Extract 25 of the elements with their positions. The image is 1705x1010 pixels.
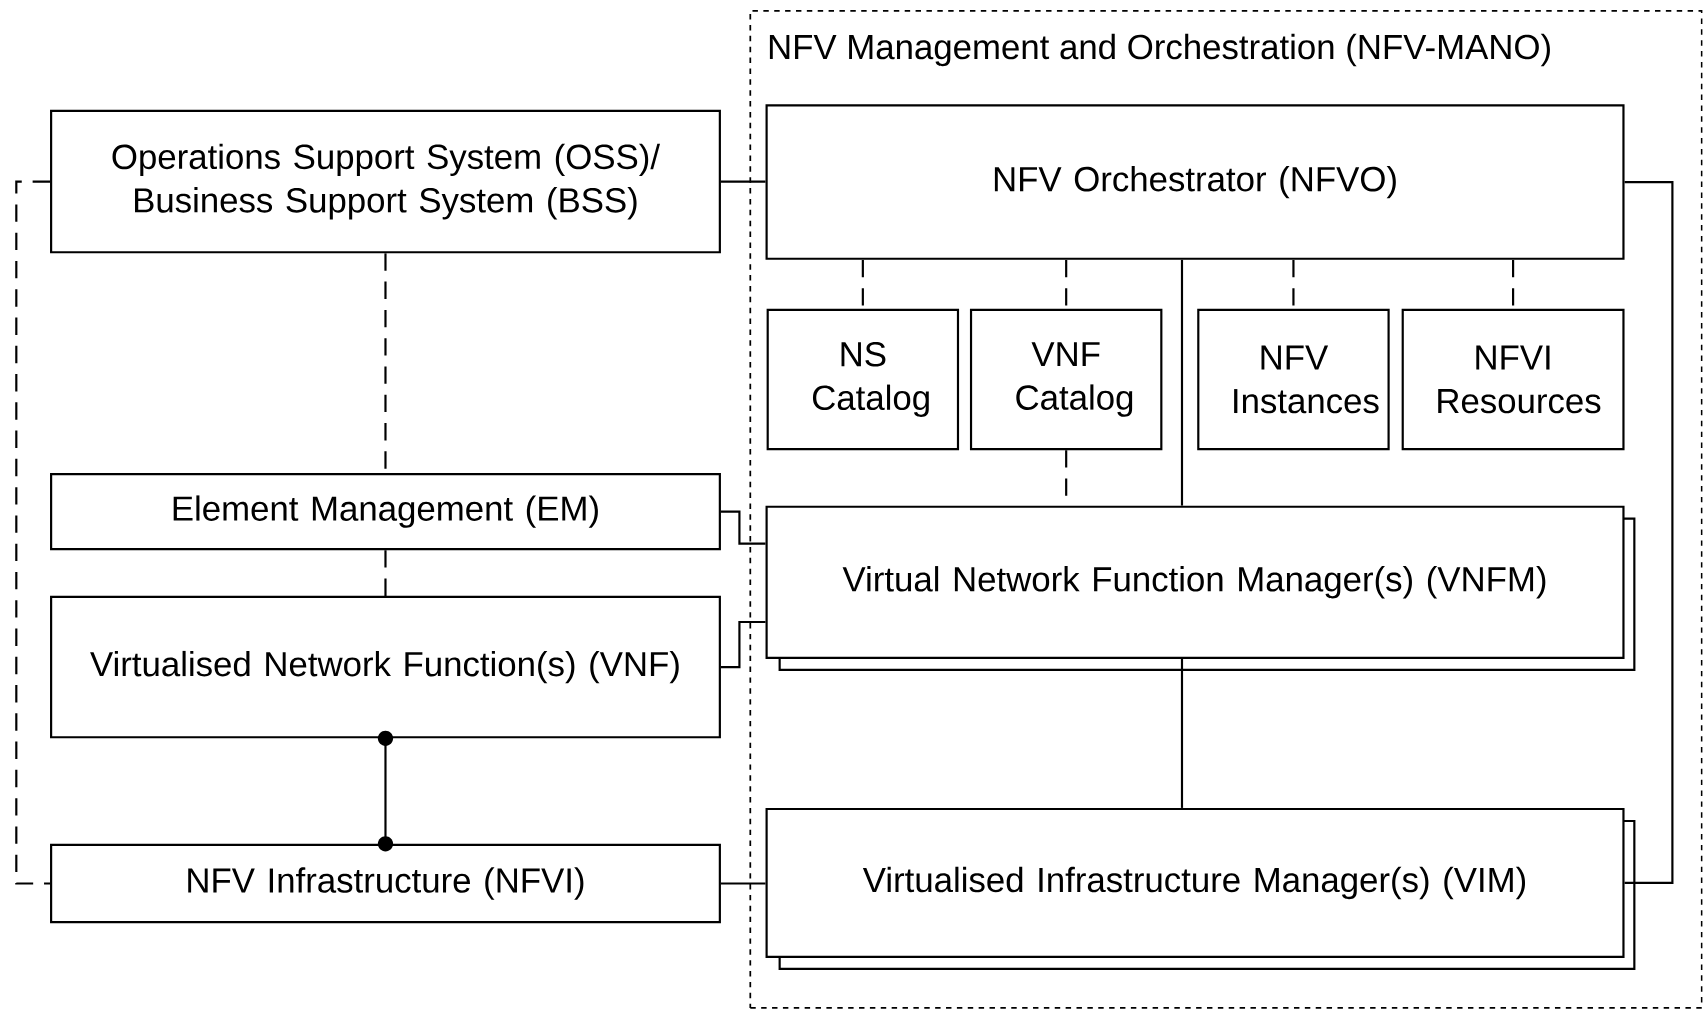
connector-line — [720, 882, 766, 885]
connector-line — [720, 620, 766, 669]
connector-line — [1512, 259, 1515, 309]
connector-line — [384, 550, 387, 596]
connector-line — [15, 180, 50, 885]
connector-line — [861, 259, 864, 309]
function-box: Virtualised Network Function(s) (VNF) — [50, 595, 721, 739]
connector-line — [720, 510, 766, 545]
connector-line — [720, 180, 766, 183]
system-box: Operations Support System (OSS)/ Business Support System (BSS) — [50, 109, 721, 254]
infrastructure-box: NFV Infrastructure (NFVI) — [50, 843, 721, 924]
stacked-manager-box: Virtual Network Function Manager(s) (VNFM) — [765, 505, 1636, 671]
connector-line — [1624, 180, 1674, 884]
management-box: Element Management (EM) — [50, 472, 721, 551]
catalog-box: NS Catalog — [766, 308, 960, 451]
catalog-box: VNF Catalog — [969, 308, 1163, 451]
repository-box: NFV Instances — [1197, 308, 1390, 451]
stacked-manager-box: Virtualised Infrastructure Manager(s) (VIM) — [765, 807, 1636, 970]
connector-line — [1065, 259, 1068, 309]
orchestrator-box: NFV Orchestrator (NFVO) — [765, 104, 1625, 260]
connector-line — [1180, 259, 1184, 506]
repository-box: NFVI Resources — [1401, 308, 1625, 451]
connector-line — [1292, 259, 1295, 309]
connector-line — [1180, 658, 1184, 808]
dot-ended-line — [377, 730, 394, 852]
